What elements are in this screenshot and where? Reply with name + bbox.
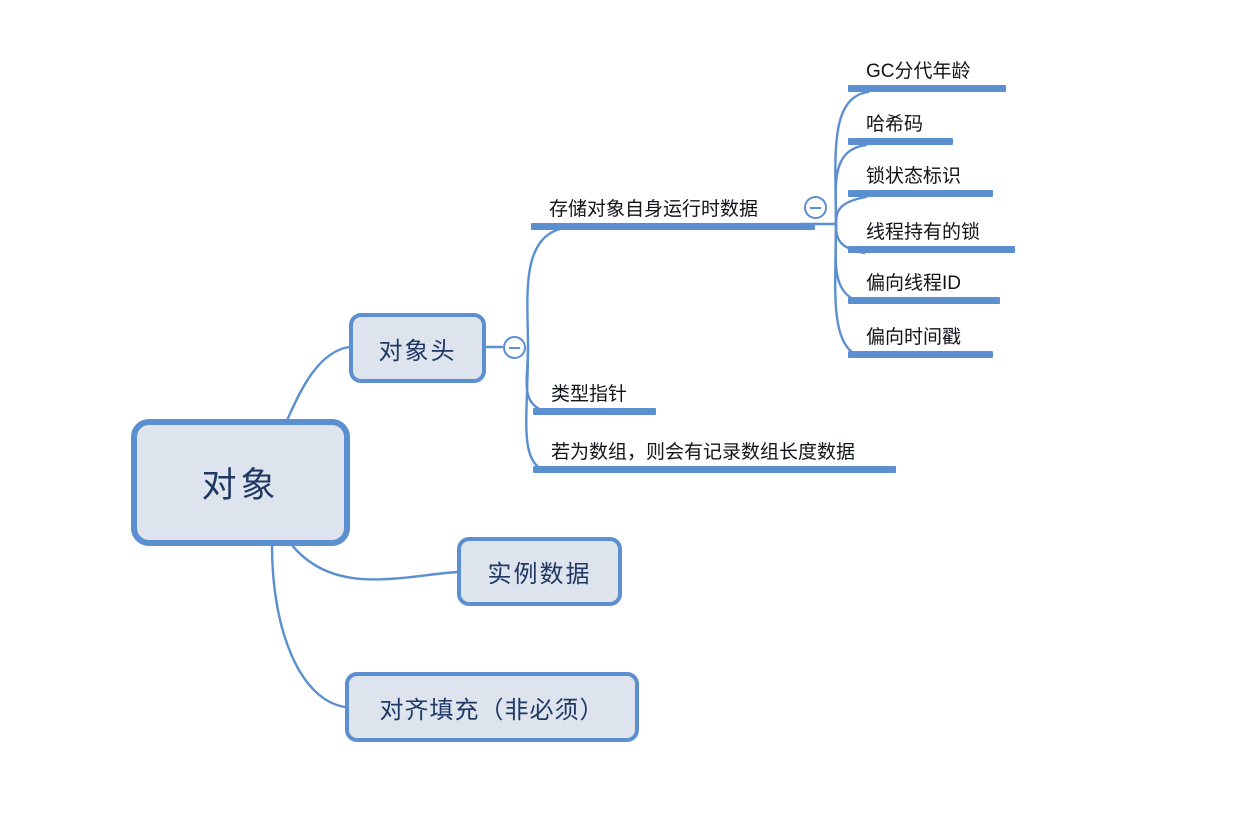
node-biased-timestamp-label: 偏向时间戳	[866, 327, 962, 348]
minus-circle-icon-object-header[interactable]	[503, 336, 526, 359]
node-type-pointer-label: 类型指针	[551, 384, 628, 405]
root-node-label: 对象	[201, 466, 280, 505]
edge-root-to-object-header	[283, 345, 351, 427]
node-array-length-data[interactable]: 若为数组，则会有记录数组长度数据	[533, 433, 896, 473]
node-hashcode-underline	[848, 138, 953, 145]
node-alignment-padding-label: 对齐填充（非必须）	[379, 696, 605, 724]
node-lock-state-flag[interactable]: 锁状态标识	[848, 157, 993, 197]
node-gc-age-label: GC分代年龄	[866, 61, 971, 82]
node-runtime-data-label: 存储对象自身运行时数据	[549, 199, 759, 220]
node-gc-age-underline	[848, 85, 1006, 92]
minus-circle-icon-runtime-data[interactable]	[804, 196, 827, 219]
node-runtime-data-underline	[531, 223, 815, 230]
node-runtime-data[interactable]: 存储对象自身运行时数据	[531, 190, 815, 230]
node-gc-age[interactable]: GC分代年龄	[848, 52, 1006, 92]
node-hashcode[interactable]: 哈希码	[848, 105, 953, 145]
node-alignment-padding[interactable]: 对齐填充（非必须）	[345, 672, 639, 742]
node-biased-thread-id-underline	[848, 297, 1000, 304]
node-hashcode-label: 哈希码	[866, 114, 924, 135]
node-thread-held-lock-underline	[848, 246, 1015, 253]
node-object-header-label: 对象头	[378, 337, 457, 365]
node-type-pointer-underline	[533, 408, 656, 415]
edge-header-to-runtime-data	[526, 227, 562, 349]
node-thread-held-lock-label: 线程持有的锁	[866, 222, 981, 243]
node-array-length-data-underline	[533, 466, 896, 473]
node-array-length-data-label: 若为数组，则会有记录数组长度数据	[551, 442, 856, 463]
root-node-object[interactable]: 对象	[131, 419, 350, 546]
node-lock-state-flag-label: 锁状态标识	[866, 166, 962, 187]
node-lock-state-flag-underline	[848, 190, 993, 197]
node-biased-thread-id[interactable]: 偏向线程ID	[848, 264, 1000, 304]
node-instance-data-label: 实例数据	[487, 561, 592, 588]
node-thread-held-lock[interactable]: 线程持有的锁	[848, 213, 1015, 253]
node-instance-data[interactable]: 实例数据	[457, 537, 622, 606]
node-biased-timestamp[interactable]: 偏向时间戳	[848, 318, 993, 358]
node-object-header[interactable]: 对象头	[349, 313, 486, 383]
node-biased-thread-id-label: 偏向线程ID	[866, 273, 962, 294]
node-biased-timestamp-underline	[848, 351, 993, 358]
node-type-pointer[interactable]: 类型指针	[533, 375, 656, 415]
edge-root-to-padding	[270, 544, 347, 709]
